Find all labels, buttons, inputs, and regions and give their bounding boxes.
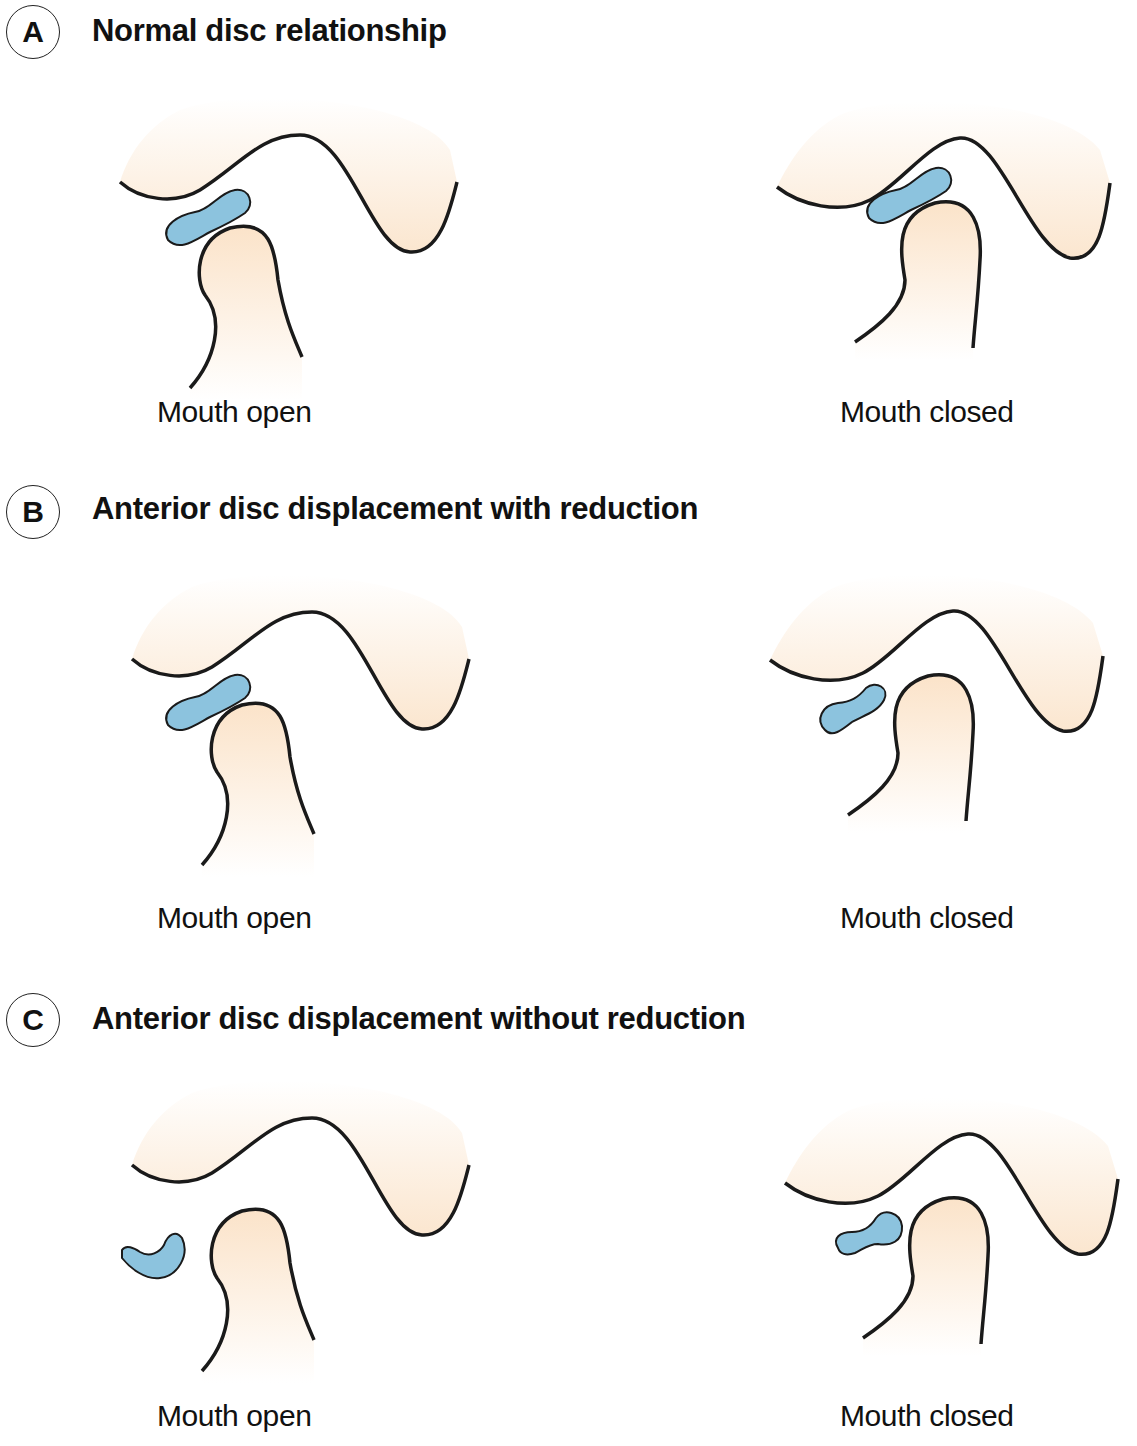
view-caption: Mouth open: [157, 394, 311, 430]
panel-letter-circle: C: [6, 993, 60, 1047]
panel-title: Anterior disc displacement with reductio…: [92, 490, 698, 527]
view-caption: Mouth closed: [840, 394, 1014, 430]
panel-title: Normal disc relationship: [92, 12, 447, 49]
view-caption: Mouth open: [157, 1398, 311, 1434]
view-caption: Mouth closed: [840, 900, 1014, 936]
panel-title: Anterior disc displacement without reduc…: [92, 1000, 745, 1037]
panel-letter-circle: B: [6, 485, 60, 539]
view-caption: Mouth closed: [840, 1398, 1014, 1434]
view-caption: Mouth open: [157, 900, 311, 936]
panel-letter: A: [22, 17, 44, 47]
panel-letter-circle: A: [6, 5, 60, 59]
panel-letter: C: [22, 1005, 44, 1035]
panel-letter: B: [22, 497, 44, 527]
